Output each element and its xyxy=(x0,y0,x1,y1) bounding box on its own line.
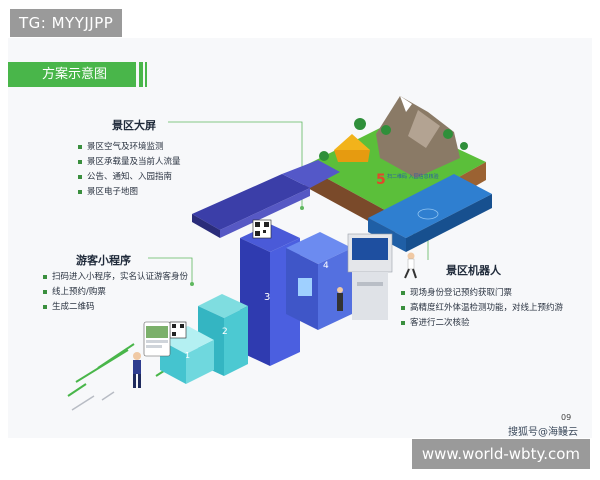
list-item: 公告、通知、入园指南 xyxy=(78,170,181,185)
runner-figure xyxy=(404,252,417,279)
mini-program-title: 游客小程序 xyxy=(76,254,131,267)
walker-figure xyxy=(337,287,343,311)
step-5-number: 5 xyxy=(376,172,386,188)
qr-code-large-icon xyxy=(252,219,272,239)
robot-kiosk-icon xyxy=(347,233,393,320)
title-edge-decor-thin xyxy=(145,62,147,87)
title-edge-decor xyxy=(139,62,143,87)
step-4-number: 4 xyxy=(323,261,329,271)
scenic-screen-title: 景区大屏 xyxy=(112,119,156,132)
list-item: 现场身份登记预约获取门票 xyxy=(401,286,563,301)
step-2-number: 2 xyxy=(222,327,228,337)
slide-title: 方案示意图 xyxy=(8,62,147,87)
robot-list: 现场身份登记预约获取门票 高精度红外体温检测功能，对线上预约游 客进行二次核验 xyxy=(401,286,563,331)
source-tag: 搜狐号@海鳗云 xyxy=(508,427,578,438)
phone-display-icon xyxy=(143,321,171,357)
step-3-number: 3 xyxy=(264,292,270,303)
slide-title-text: 方案示意图 xyxy=(42,67,108,82)
step-5-caption: 扫二维码 入园信息核验 xyxy=(387,173,439,180)
mini-program-list: 扫码进入小程序，实名认证游客身份 线上预约/购票 生成二维码 xyxy=(43,270,188,315)
step-1-number: 1 xyxy=(185,351,190,360)
step-4-kiosk-block xyxy=(286,232,352,330)
qr-code-small-icon xyxy=(169,321,187,339)
leader-line-mini xyxy=(148,257,193,284)
list-item: 生成二维码 xyxy=(43,300,188,315)
scene-illustration: 5 扫二维码 入园信息核验 3 4 xyxy=(67,96,492,411)
scenic-screen-list: 景区空气及环境监测 景区承载量及当前人流量 公告、通知、入园指南 景区电子地图 xyxy=(78,140,181,200)
solution-slide: 方案示意图 xyxy=(8,38,592,438)
decor-gray-lines xyxy=(71,391,115,411)
list-item: 高精度红外体温检测功能，对线上预约游 xyxy=(401,301,563,316)
robot-title: 景区机器人 xyxy=(446,264,501,277)
list-item: 客进行二次核验 xyxy=(401,316,563,331)
list-item: 景区空气及环境监测 xyxy=(78,140,181,155)
list-item: 线上预约/购票 xyxy=(43,285,188,300)
tour-path xyxy=(192,160,340,238)
visitor-figure xyxy=(133,352,141,388)
bottom-watermark: www.world-wbty.com xyxy=(411,439,590,469)
top-watermark: TG: MYYJJPP xyxy=(10,9,123,37)
list-item: 景区承载量及当前人流量 xyxy=(78,155,181,170)
page-number: 09 xyxy=(561,413,572,422)
list-item: 景区电子地图 xyxy=(78,185,181,200)
list-item: 扫码进入小程序，实名认证游客身份 xyxy=(43,270,188,285)
